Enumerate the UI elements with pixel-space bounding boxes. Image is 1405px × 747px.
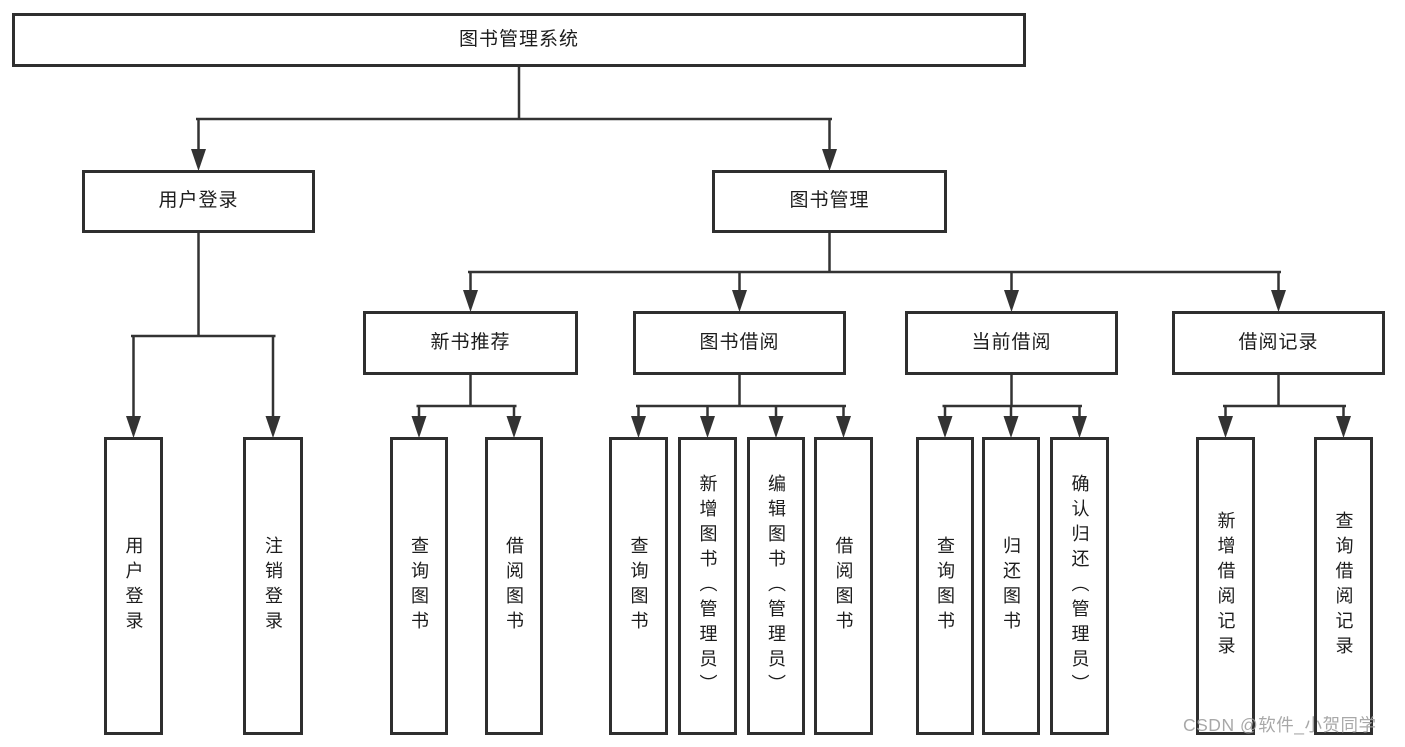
node-borrow-records: 借阅记录 [1172,311,1385,375]
node-leaf-query-book-1: 查询图书 [390,437,448,735]
node-label: 图书管理 [789,190,870,212]
node-leaf-edit-book: 编辑图书（管理员） [747,437,805,735]
node-label: 借阅图书 [504,536,524,636]
node-label: 新增图书（管理员） [697,473,718,699]
node-user-login: 用户登录 [82,170,315,233]
node-label: 注销登录 [263,536,283,636]
node-leaf-query-record: 查询借阅记录 [1314,437,1373,735]
node-root: 图书管理系统 [12,13,1026,67]
node-leaf-user-login: 用户登录 [104,437,163,735]
node-leaf-logout: 注销登录 [243,437,303,735]
node-label: 查询图书 [935,536,955,636]
node-label: 查询图书 [628,536,649,636]
node-label: 编辑图书（管理员） [766,473,786,699]
node-leaf-add-book: 新增图书（管理员） [678,437,737,735]
node-label: 查询借阅记录 [1333,511,1354,661]
node-label: 图书管理系统 [458,28,579,50]
node-leaf-confirm-return: 确认归还（管理员） [1050,437,1109,735]
node-leaf-return-book: 归还图书 [982,437,1040,735]
node-book-borrow: 图书借阅 [633,311,846,375]
node-label: 归还图书 [1001,536,1021,636]
node-label: 当前借阅 [971,331,1052,353]
node-book-mgmt: 图书管理 [712,170,947,233]
node-leaf-add-record: 新增借阅记录 [1196,437,1255,735]
node-label: 新增借阅记录 [1215,511,1236,661]
node-label: 新书推荐 [430,331,511,353]
node-current-borrow: 当前借阅 [905,311,1118,375]
node-label: 查询图书 [409,536,429,636]
watermark: CSDN @软件_小贺同学 [1183,715,1377,735]
node-leaf-borrow-book-2: 借阅图书 [814,437,873,735]
node-leaf-query-book-3: 查询图书 [916,437,974,735]
node-new-book-rec: 新书推荐 [363,311,578,375]
node-label: 用户登录 [123,536,144,636]
node-label: 借阅图书 [833,536,854,636]
node-label: 确认归还（管理员） [1069,473,1090,699]
node-label: 用户登录 [158,190,239,212]
node-label: 图书借阅 [699,331,780,353]
node-leaf-borrow-book-1: 借阅图书 [485,437,543,735]
node-label: 借阅记录 [1238,331,1319,353]
node-leaf-query-book-2: 查询图书 [609,437,668,735]
